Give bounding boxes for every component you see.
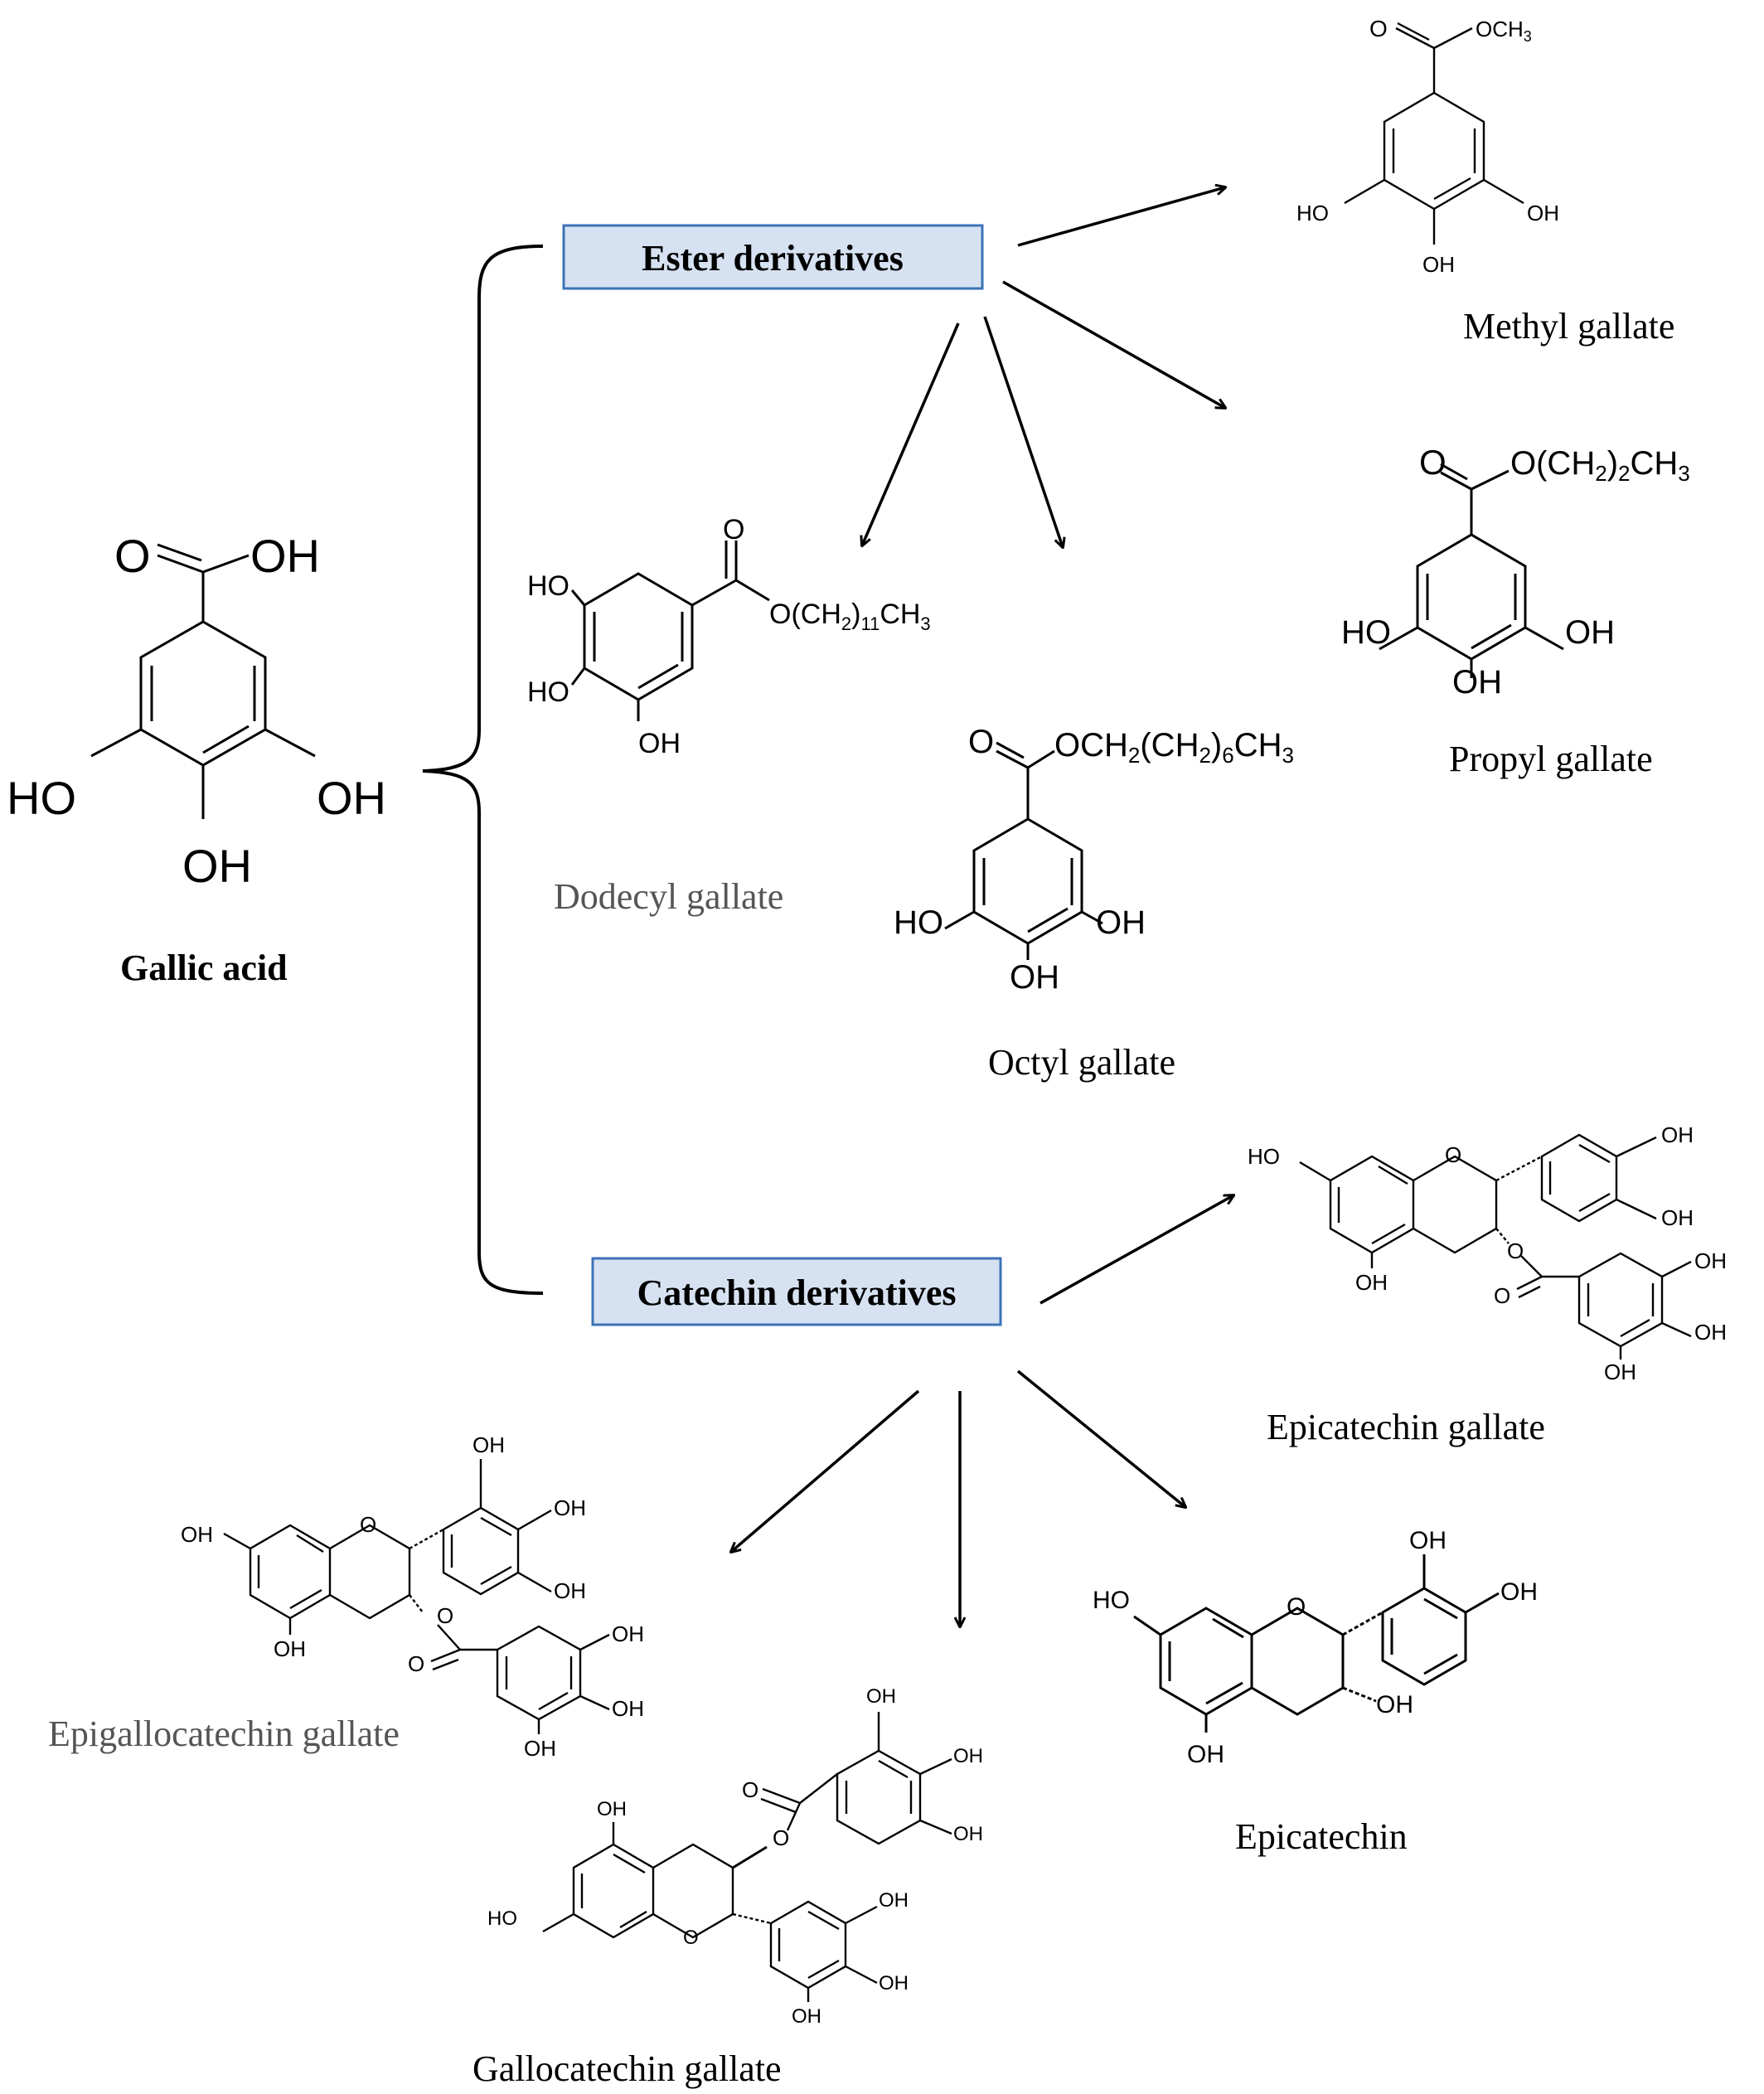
gallic-ho-left: HO <box>7 772 76 824</box>
epigallocatechin-gallate-label: Epigallocatechin gallate <box>48 1713 400 1754</box>
dodecyl-carbonyl-o: O <box>723 514 744 545</box>
ec-ho7: HO <box>1093 1587 1130 1614</box>
gallic-acid-structure: O OH HO OH OH <box>7 530 386 892</box>
grouping-brace <box>422 245 544 1295</box>
propyl-oh-bottom: OH <box>1452 664 1502 700</box>
dodecyl-oh: OH <box>638 728 681 759</box>
dodecyl-gallate-label: Dodecyl gallate <box>554 876 783 917</box>
arrow-to-octyl-gallate <box>983 316 1063 547</box>
egcg-oh7: OH <box>181 1522 213 1547</box>
egcg-g-oh2: OH <box>612 1696 644 1721</box>
octyl-ester-group: OCH2(CH2)6CH3 <box>1054 727 1294 768</box>
dodecyl-gallate-structure: O O(CH2)11CH3 HO HO OH <box>527 514 931 759</box>
arrow-to-epicatechin <box>1016 1369 1185 1507</box>
egcg-b-oh2: OH <box>554 1495 586 1520</box>
egcg-carbonyl-o: O <box>408 1651 424 1676</box>
gcg-b-oh1: OH <box>879 1889 909 1912</box>
octyl-oh-bottom: OH <box>1010 959 1059 996</box>
ecg-ring-o: O <box>1445 1142 1461 1167</box>
methyl-oh-bottom: OH <box>1422 252 1455 277</box>
propyl-carbonyl-o: O <box>1419 443 1447 482</box>
gcg-b-oh2: OH <box>879 1972 909 1995</box>
gallic-carbonyl-o: O <box>114 530 151 582</box>
ester-derivatives-label: Ester derivatives <box>642 238 904 279</box>
ecg-ester-o: O <box>1507 1238 1524 1263</box>
arrow-to-dodecyl-gallate <box>862 322 960 545</box>
gcg-oh5: OH <box>597 1798 627 1820</box>
gallocatechin-gallate-label: Gallocatechin gallate <box>472 2048 782 2089</box>
egcg-ester-o: O <box>437 1603 453 1628</box>
ester-derivatives-box: Ester derivatives <box>562 224 984 290</box>
egcg-b-oh1: OH <box>472 1432 505 1457</box>
gcg-ring-o: O <box>683 1927 699 1949</box>
egcg-oh5: OH <box>274 1636 306 1661</box>
dodecyl-ho-top: HO <box>527 570 569 602</box>
gcg-g-oh3: OH <box>953 1823 983 1845</box>
catechin-derivatives-label: Catechin derivatives <box>637 1272 957 1313</box>
gcg-g-oh1: OH <box>866 1685 896 1708</box>
methyl-oh-right: OH <box>1527 201 1559 225</box>
gcg-b-oh3: OH <box>792 2005 821 2028</box>
arrow-to-propyl-gallate <box>1002 280 1225 408</box>
egcg-g-oh3: OH <box>524 1736 556 1761</box>
ecg-oh4p: OH <box>1661 1205 1694 1230</box>
ecg-ho7: HO <box>1248 1144 1280 1169</box>
gallic-acid-label: Gallic acid <box>120 948 288 988</box>
octyl-carbonyl-o: O <box>968 724 994 760</box>
catechin-derivatives-box: Catechin derivatives <box>591 1257 1002 1326</box>
egcg-g-oh1: OH <box>612 1621 644 1646</box>
octyl-ho: HO <box>894 904 943 941</box>
methyl-ho: HO <box>1296 201 1329 225</box>
ecg-oh3p: OH <box>1661 1122 1694 1147</box>
egcg-b-oh3: OH <box>554 1578 586 1603</box>
arrow-to-methyl-gallate <box>1017 187 1225 247</box>
methyl-ester-group: OCH3 <box>1476 17 1532 45</box>
epicatechin-gallate-label: Epicatechin gallate <box>1267 1407 1545 1447</box>
ecg-g-oh3: OH <box>1604 1360 1636 1384</box>
ecg-oh5: OH <box>1355 1270 1388 1295</box>
dodecyl-ester-group: O(CH2)11CH3 <box>769 599 931 634</box>
ec-oh3p: OH <box>1409 1527 1447 1554</box>
epicatechin-gallate-structure: HO O OH OH OH O O OH OH OH <box>1248 1122 1727 1384</box>
octyl-oh-right: OH <box>1096 904 1146 941</box>
ec-ring-o: O <box>1287 1593 1306 1621</box>
gcg-g-oh2: OH <box>953 1745 983 1767</box>
gcg-ho7: HO <box>487 1907 517 1930</box>
catechin-arrows <box>731 1195 1233 1626</box>
ecg-g-oh2: OH <box>1694 1320 1727 1345</box>
propyl-gallate-label: Propyl gallate <box>1449 739 1653 779</box>
arrow-to-epigallocatechin-gallate <box>731 1389 920 1552</box>
gcg-ester-o: O <box>773 1825 789 1850</box>
egcg-ring-o: O <box>360 1512 376 1537</box>
ecg-g-oh1: OH <box>1694 1248 1727 1273</box>
ec-oh5: OH <box>1187 1741 1224 1768</box>
gallocatechin-gallate-structure: HO O OH OH OH OH O O OH OH OH <box>487 1685 983 2028</box>
octyl-gallate-structure: O OCH2(CH2)6CH3 HO OH OH <box>894 724 1294 996</box>
methyl-gallate-structure: O OCH3 HO OH OH <box>1296 16 1559 277</box>
epigallocatechin-gallate-structure: OH O OH OH OH OH O O OH OH OH <box>181 1432 644 1761</box>
ec-oh3: OH <box>1376 1691 1413 1718</box>
propyl-oh-right: OH <box>1565 614 1615 651</box>
gallic-acid-oh: OH <box>250 530 320 582</box>
gcg-carbonyl-o: O <box>742 1777 758 1802</box>
arrow-to-epicatechin-gallate <box>1040 1195 1233 1305</box>
octyl-gallate-label: Octyl gallate <box>988 1042 1175 1083</box>
propyl-ho: HO <box>1341 614 1391 651</box>
ec-oh4p: OH <box>1500 1578 1538 1606</box>
methyl-carbonyl-o: O <box>1369 16 1388 41</box>
propyl-ester-group: O(CH2)2CH3 <box>1510 445 1690 486</box>
methyl-gallate-label: Methyl gallate <box>1463 306 1674 347</box>
propyl-gallate-structure: O O(CH2)2CH3 HO OH OH <box>1341 443 1690 700</box>
epicatechin-label: Epicatechin <box>1235 1816 1408 1857</box>
dodecyl-ho-bottom: HO <box>527 676 569 708</box>
gallic-oh-bottom: OH <box>182 840 252 892</box>
ester-arrows <box>862 187 1225 547</box>
ecg-carbonyl-o: O <box>1494 1283 1510 1308</box>
gallic-oh-right: OH <box>317 772 386 824</box>
epicatechin-structure: HO O OH OH OH OH <box>1093 1527 1538 1768</box>
